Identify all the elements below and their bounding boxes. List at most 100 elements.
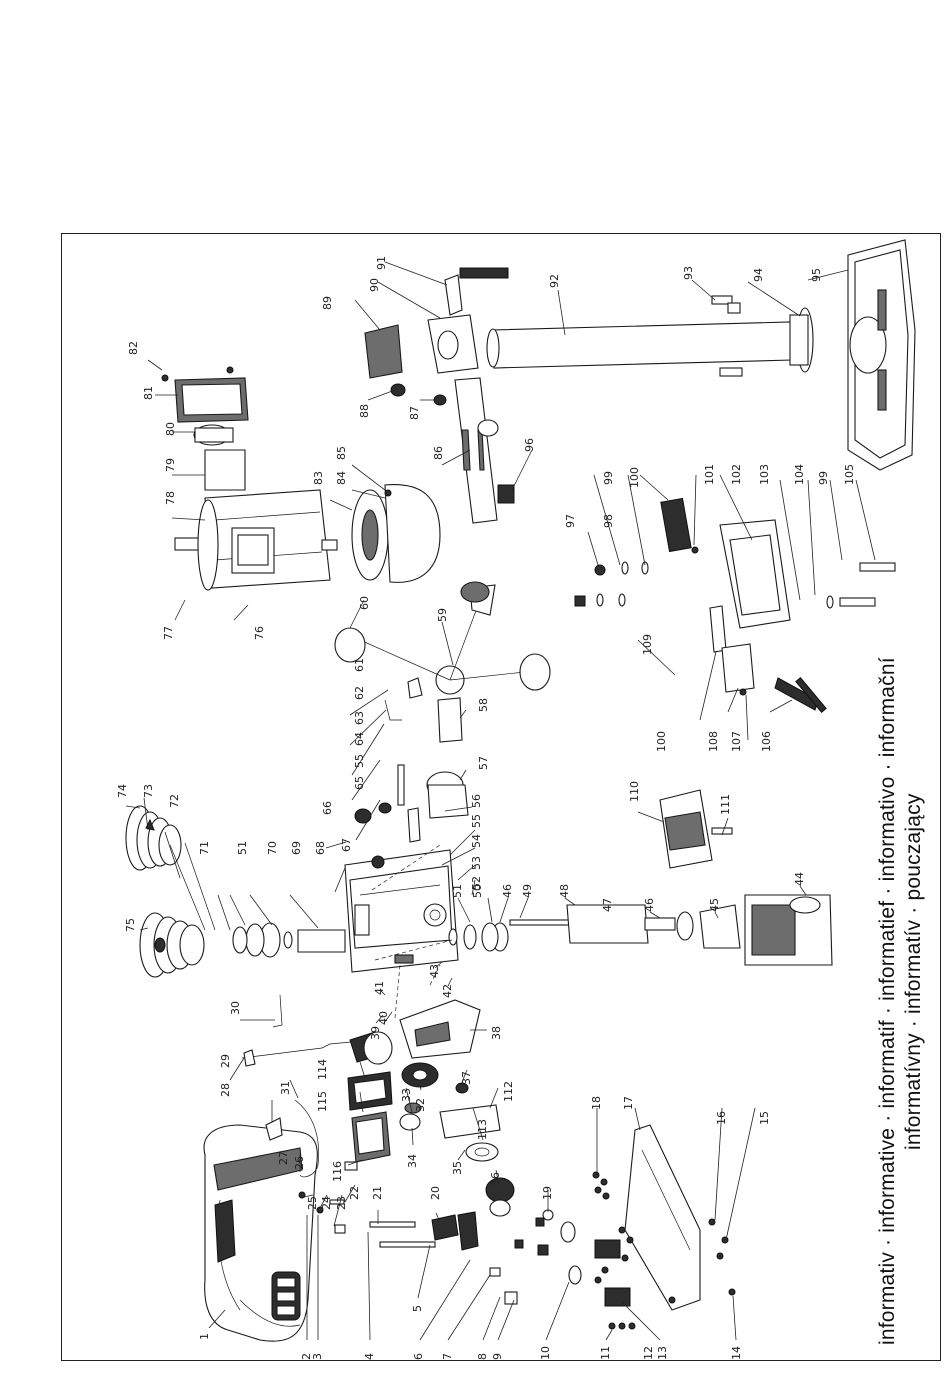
callout-69: 69 [290, 841, 303, 855]
callout-17: 17 [622, 1096, 635, 1110]
callout-104: 104 [793, 464, 806, 485]
callout-113: 113 [476, 1119, 489, 1140]
callout-55b: 55 [353, 754, 366, 768]
callout-27: 27 [277, 1151, 290, 1165]
callout-50: 50 [471, 884, 484, 898]
callout-108: 108 [707, 731, 720, 752]
callout-32: 32 [414, 1098, 427, 1112]
callout-74: 74 [116, 784, 129, 798]
callout-43: 43 [428, 964, 441, 978]
callout-89: 89 [321, 296, 334, 310]
callout-4: 4 [363, 1353, 376, 1360]
base-drawing [847, 239, 916, 471]
callout-67: 67 [340, 838, 353, 852]
callout-3: 3 [311, 1353, 324, 1360]
callout-100b: 100 [655, 731, 668, 752]
caption-block: informativ · informative · informatif · … [876, 657, 925, 1345]
callout-21: 21 [371, 1186, 384, 1200]
callout-2: 2 [300, 1353, 313, 1360]
callout-22: 22 [348, 1186, 361, 1200]
callout-12: 12 [642, 1346, 655, 1360]
callout-86: 86 [432, 446, 445, 460]
motor-drawing [174, 489, 338, 591]
callout-36: 36 [489, 1172, 502, 1186]
callout-20: 20 [429, 1186, 442, 1200]
callout-70: 70 [266, 841, 279, 855]
callout-66: 66 [321, 801, 334, 815]
callout-51b: 51 [236, 841, 249, 855]
callout-55: 55 [470, 814, 483, 828]
callout-18: 18 [590, 1096, 603, 1110]
callout-62: 62 [353, 686, 366, 700]
callout-57: 57 [477, 756, 490, 770]
callout-82: 82 [127, 341, 140, 355]
callout-8: 8 [476, 1353, 489, 1360]
callout-54: 54 [470, 834, 483, 848]
callout-63: 63 [353, 711, 366, 725]
callout-60: 60 [358, 596, 371, 610]
callout-79: 79 [164, 458, 177, 472]
callout-111: 111 [719, 794, 732, 815]
callout-87: 87 [408, 406, 421, 420]
callout-19: 19 [541, 1186, 554, 1200]
leader-lines [125, 261, 876, 1341]
callout-34: 34 [406, 1154, 419, 1168]
callout-76: 76 [253, 626, 266, 640]
callout-83: 83 [312, 471, 325, 485]
callout-47: 47 [601, 898, 614, 912]
callout-73: 73 [142, 784, 155, 798]
callout-99: 99 [602, 471, 615, 485]
callout-84: 84 [335, 471, 348, 485]
callout-114: 114 [316, 1059, 329, 1080]
callout-29: 29 [219, 1054, 232, 1068]
callout-6: 6 [412, 1353, 425, 1360]
callout-112: 112 [502, 1081, 515, 1102]
callout-103: 103 [758, 464, 771, 485]
callout-35: 35 [451, 1161, 464, 1175]
feed-handles-drawing [334, 581, 551, 743]
callout-65: 65 [353, 776, 366, 790]
callout-labels: 1 2 3 4 5 6 7 8 9 10 11 12 13 14 15 16 1… [116, 256, 856, 1360]
callout-49: 49 [521, 884, 534, 898]
callout-23: 23 [335, 1196, 348, 1210]
callout-48: 48 [558, 884, 571, 898]
callout-46: 46 [643, 898, 656, 912]
callout-97: 97 [564, 514, 577, 528]
callout-26: 26 [293, 1156, 306, 1170]
callout-59: 59 [436, 608, 449, 622]
callout-101: 101 [703, 464, 716, 485]
callout-85: 85 [335, 446, 348, 460]
callout-31: 31 [279, 1081, 292, 1095]
callout-75: 75 [124, 918, 137, 932]
callout-41: 41 [373, 981, 386, 995]
caption-line-1: informativ · informative · informatif · … [876, 657, 899, 1345]
callout-92: 92 [548, 274, 561, 288]
callout-80: 80 [164, 422, 177, 436]
callout-5: 5 [411, 1305, 424, 1312]
callout-56: 56 [470, 794, 483, 808]
pulley-drawing [125, 805, 216, 978]
callout-81: 81 [142, 386, 155, 400]
callout-33: 33 [400, 1088, 413, 1102]
callout-100: 100 [628, 467, 641, 488]
callout-71: 71 [198, 841, 211, 855]
callout-94: 94 [752, 268, 765, 282]
head-casting-drawing [344, 849, 459, 973]
callout-45: 45 [708, 898, 721, 912]
callout-44: 44 [793, 872, 806, 886]
callout-109: 109 [641, 634, 654, 655]
callout-61: 61 [353, 658, 366, 672]
callout-115: 115 [316, 1091, 329, 1112]
callout-68: 68 [314, 841, 327, 855]
callout-9: 9 [491, 1353, 504, 1360]
callout-1: 1 [198, 1333, 211, 1340]
callout-72: 72 [168, 794, 181, 808]
callout-42: 42 [441, 984, 454, 998]
callout-116: 116 [331, 1161, 344, 1182]
callout-106: 106 [760, 731, 773, 752]
callout-110: 110 [628, 781, 641, 802]
callout-37: 37 [460, 1071, 473, 1085]
callout-14: 14 [730, 1346, 743, 1360]
callout-99b: 99 [817, 471, 830, 485]
